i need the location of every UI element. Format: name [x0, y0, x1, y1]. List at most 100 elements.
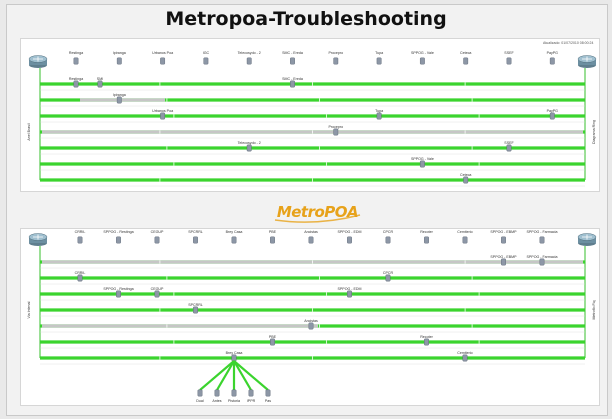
bottom-ring-1-label-sppog-farmacia: SPPOG - Farmacia — [527, 255, 558, 259]
bottom-ring-3-node-sppog-restinga[interactable] — [116, 290, 121, 298]
bottom-right-router[interactable] — [577, 233, 597, 247]
top-ring-6[interactable] — [40, 162, 585, 171]
bottom-device-cemiterio[interactable] — [462, 236, 468, 244]
top-ring-4-node-procepro[interactable] — [333, 128, 339, 136]
bottom-left-router[interactable] — [28, 233, 48, 247]
bottom-device-label-cegup: CEGUP — [151, 230, 164, 234]
bottom-ring-7-node-brey-casa[interactable] — [231, 354, 237, 362]
top-device-ipiranga[interactable] — [116, 57, 122, 65]
bottom-ring-6-node-pbe[interactable] — [270, 338, 275, 346]
top-device-procepro[interactable] — [333, 57, 339, 65]
top-ring-1[interactable] — [40, 82, 585, 91]
updated-stamp: Atualizado: 01/07/2010 08:00:24 — [543, 41, 594, 45]
top-ring-3-node-urbanos-poa[interactable] — [160, 112, 165, 120]
top-device-smc-ereda[interactable] — [290, 57, 295, 65]
bottom-device-cegup[interactable] — [154, 236, 160, 244]
bottom-ring-2-node-cpcr[interactable] — [385, 274, 391, 282]
bottom-device-label-ancistas: Ancistas — [304, 230, 318, 234]
branch-node-pas[interactable] — [265, 389, 271, 397]
top-left-router[interactable] — [28, 55, 48, 69]
branch-node-dual[interactable] — [197, 389, 203, 397]
bottom-device-sppog-farmacia[interactable] — [539, 236, 545, 244]
bottom-device-recoter[interactable] — [424, 236, 429, 244]
bottom-device-ancistas[interactable] — [308, 236, 314, 244]
branch-node-pistoria[interactable] — [231, 389, 237, 397]
bottom-ring-1-node-sppog-ebmp[interactable] — [501, 258, 506, 266]
top-ring-7[interactable] — [40, 178, 585, 187]
top-device-tupa[interactable] — [376, 57, 382, 65]
bottom-ring-1-node-sppog-farmacia[interactable] — [539, 258, 545, 266]
bottom-device-label-brey-casa: Brey Casa — [226, 230, 243, 234]
top-device-igc[interactable] — [203, 57, 209, 65]
top-device-ceteca[interactable] — [463, 57, 469, 65]
top-ring-3-label-urbanos-poa: Urbanos Poa — [152, 109, 173, 113]
top-device-label-ceteca: Ceteca — [460, 51, 471, 55]
bottom-device-label-spcrrl: SPCRRL — [188, 230, 203, 234]
top-device-label-ipiranga: Ipiranga — [113, 51, 126, 55]
top-ring-3-node-tupa[interactable] — [376, 112, 382, 120]
top-device-telecosydo-2[interactable] — [246, 57, 252, 65]
top-ring-4-label-procepro: Procepro — [329, 125, 344, 129]
top-ring-5-label-ssef: SSEF — [504, 141, 514, 145]
bottom-ring-4-node-spcrrl[interactable] — [193, 306, 198, 314]
bottom-ring-6[interactable] — [40, 340, 585, 349]
bottom-ring-3-node-sppog-edm[interactable] — [347, 290, 352, 298]
bottom-device-cpcr[interactable] — [385, 236, 391, 244]
bottom-ring-4[interactable] — [40, 308, 585, 317]
top-ring-5-node-ssef[interactable] — [506, 144, 512, 152]
top-ring-2-node-ipiranga[interactable] — [116, 96, 122, 104]
bottom-device-label-sppog-ebmp: SPPOG - EBMP — [490, 230, 517, 234]
top-device-ssef[interactable] — [506, 57, 512, 65]
bottom-device-sppog-edm[interactable] — [347, 236, 352, 244]
metropoa-logo: MetroPOA — [274, 203, 361, 223]
bottom-ring-2-node-crril[interactable] — [77, 274, 83, 282]
bottom-ring-7[interactable] — [40, 356, 585, 365]
top-ring-3-node-paypg[interactable] — [549, 112, 555, 120]
bottom-ring-2[interactable] — [40, 276, 585, 285]
top-device-label-sppog-vale: SPPOG - Vale — [411, 51, 434, 55]
top-ring-3-label-paypg: PayPG — [547, 109, 559, 113]
top-ring-6-node-sppog-vale[interactable] — [420, 160, 425, 168]
bottom-ring-3-label-sppog-restinga: SPPOG - Restinga — [103, 287, 133, 291]
branch-node-ippr[interactable] — [248, 389, 254, 397]
top-device-label-procepro: Procepro — [329, 51, 344, 55]
top-device-urbanos-poa[interactable] — [160, 57, 165, 65]
bottom-ring-7-node-cemiterio[interactable] — [462, 354, 468, 362]
top-ring-4[interactable] — [40, 130, 585, 139]
top-ring-7-node-ceteca[interactable] — [463, 176, 469, 184]
top-device-sppog-vale[interactable] — [420, 57, 425, 65]
top-device-restinga[interactable] — [73, 57, 79, 65]
bottom-device-label-pbe: PBE — [269, 230, 277, 234]
bottom-device-label-cemiterio: Cemiterio — [457, 230, 472, 234]
bottom-ring-3[interactable] — [40, 292, 585, 301]
bottom-device-crril[interactable] — [77, 236, 83, 244]
bottom-device-label-crril: CRRIL — [75, 230, 86, 234]
top-ring-1-node-smc-ereda[interactable] — [290, 80, 295, 88]
bottom-ring-3-node-cegup[interactable] — [154, 290, 160, 298]
bottom-device-spcrrl[interactable] — [193, 236, 198, 244]
bottom-device-sppog-ebmp[interactable] — [501, 236, 506, 244]
bottom-device-brey-casa[interactable] — [231, 236, 237, 244]
top-ring-3[interactable] — [40, 114, 585, 123]
top-ring-1-node-smi[interactable] — [97, 80, 103, 88]
top-right-router[interactable] — [577, 55, 597, 69]
bottom-ring-6-node-recoter[interactable] — [424, 338, 429, 346]
top-ring-2[interactable] — [40, 98, 585, 107]
bottom-device-sppog-restinga[interactable] — [116, 236, 121, 244]
branch-node-antes[interactable] — [214, 389, 220, 397]
bottom-device-pbe[interactable] — [270, 236, 275, 244]
bottom-device-label-sppog-farmacia: SPPOG - Farmacia — [527, 230, 558, 234]
top-device-label-urbanos-poa: Urbanos Poa — [152, 51, 173, 55]
top-ring-1-node-restinga[interactable] — [73, 80, 79, 88]
top-ring-5[interactable] — [40, 146, 585, 155]
bottom-ring-5-label-ancistas: Ancistas — [304, 319, 318, 323]
top-ring-5-node-telecosydo-2[interactable] — [246, 144, 252, 152]
bottom-device-label-sppog-restinga: SPPOG - Restinga — [103, 230, 133, 234]
top-left-label: Anel Brasil — [27, 123, 31, 140]
top-device-paypg[interactable] — [549, 57, 555, 65]
top-device-label-paypg: PayPG — [547, 51, 559, 55]
bottom-ring-1[interactable] — [40, 260, 585, 269]
bottom-ring-5-node-ancistas[interactable] — [308, 322, 314, 330]
bottom-ring-1-label-sppog-ebmp: SPPOG - EBMP — [490, 255, 517, 259]
top-ring-3-label-tupa: Tupa — [375, 109, 383, 113]
